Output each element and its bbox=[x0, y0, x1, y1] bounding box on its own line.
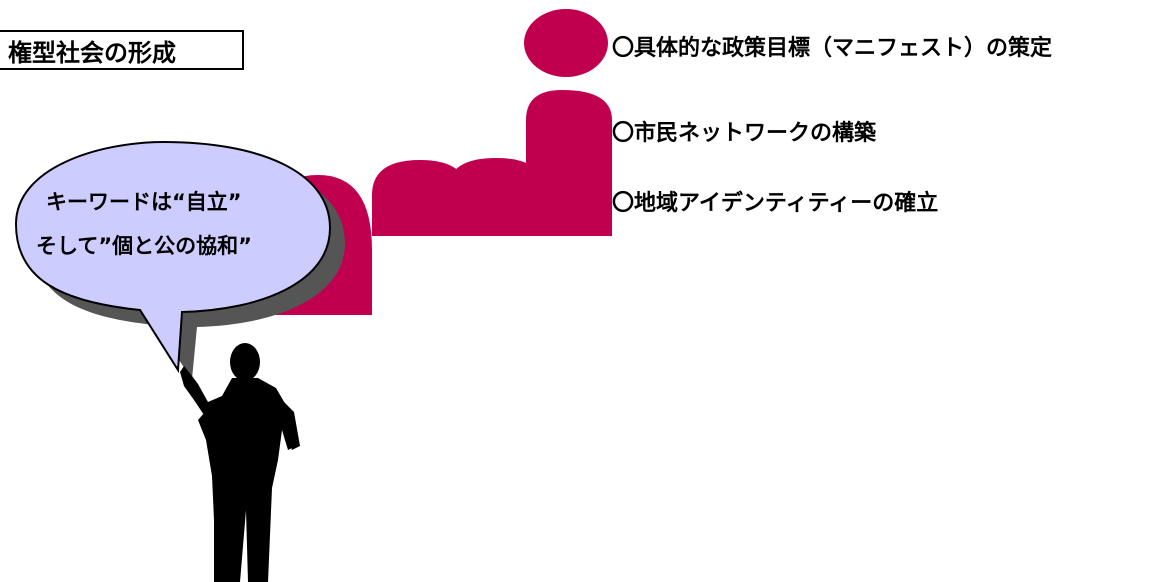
bubble-line-keyword: キーワードは“自立” bbox=[46, 190, 242, 214]
speech-bubble-text: キーワードは“自立” そして”個と公の協和” bbox=[36, 180, 306, 268]
policy-item-identity: 〇地域アイデンティティーの確立 bbox=[612, 191, 939, 216]
bubble-line-harmony: そして”個と公の協和” bbox=[36, 234, 252, 258]
page-title: 権型社会の形成 bbox=[0, 30, 244, 70]
policy-item-network: 〇市民ネットワークの構築 bbox=[612, 121, 877, 146]
step-3-shape bbox=[448, 158, 544, 236]
top-ball-shape bbox=[524, 9, 608, 77]
step-2-shape bbox=[372, 160, 468, 236]
policy-item-manifesto: 〇具体的な政策目標（マニフェスト）の策定 bbox=[612, 36, 1053, 61]
step-4-shape bbox=[526, 90, 612, 236]
